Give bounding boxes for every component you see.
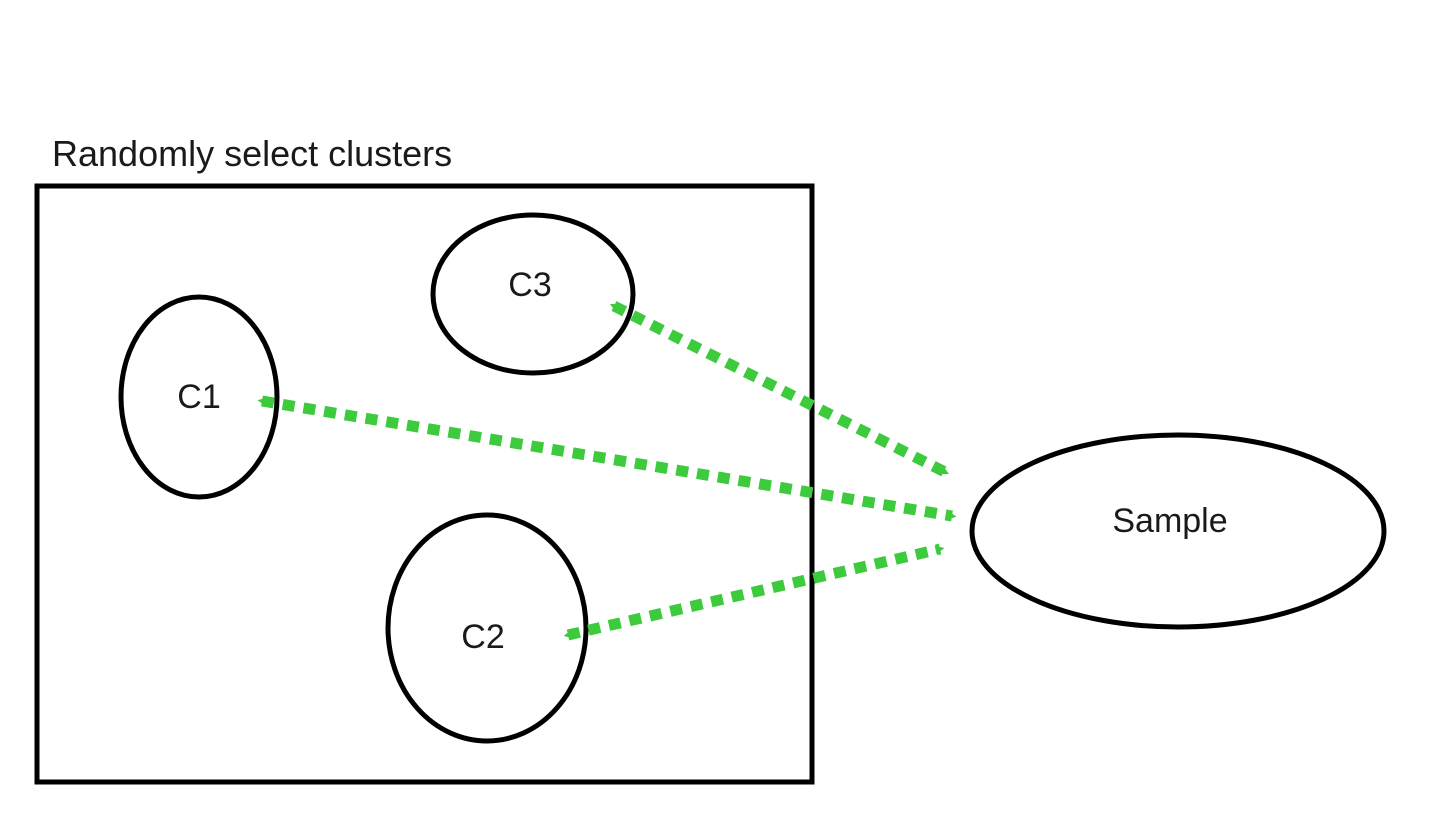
population-region-box <box>34 183 815 785</box>
sample-node: Sample <box>969 432 1387 630</box>
connector-c1-sample <box>257 395 957 522</box>
cluster-c3-ellipse <box>430 212 636 376</box>
cluster-c1-label: C1 <box>177 378 220 416</box>
connector-c2-sample <box>563 543 945 641</box>
cluster-c3-label: C3 <box>508 266 551 304</box>
cluster-c3: C3 <box>430 212 636 376</box>
sample-label: Sample <box>1112 502 1227 540</box>
connector-c3-sample <box>609 301 950 477</box>
region-title: Randomly select clusters <box>52 133 452 174</box>
cluster-c1-ellipse <box>118 294 280 500</box>
cluster-c2-label: C2 <box>461 618 504 656</box>
cluster-c2: C2 <box>385 512 589 744</box>
connectors <box>257 301 957 641</box>
cluster-c1: C1 <box>118 294 280 500</box>
sample-ellipse <box>969 432 1387 630</box>
